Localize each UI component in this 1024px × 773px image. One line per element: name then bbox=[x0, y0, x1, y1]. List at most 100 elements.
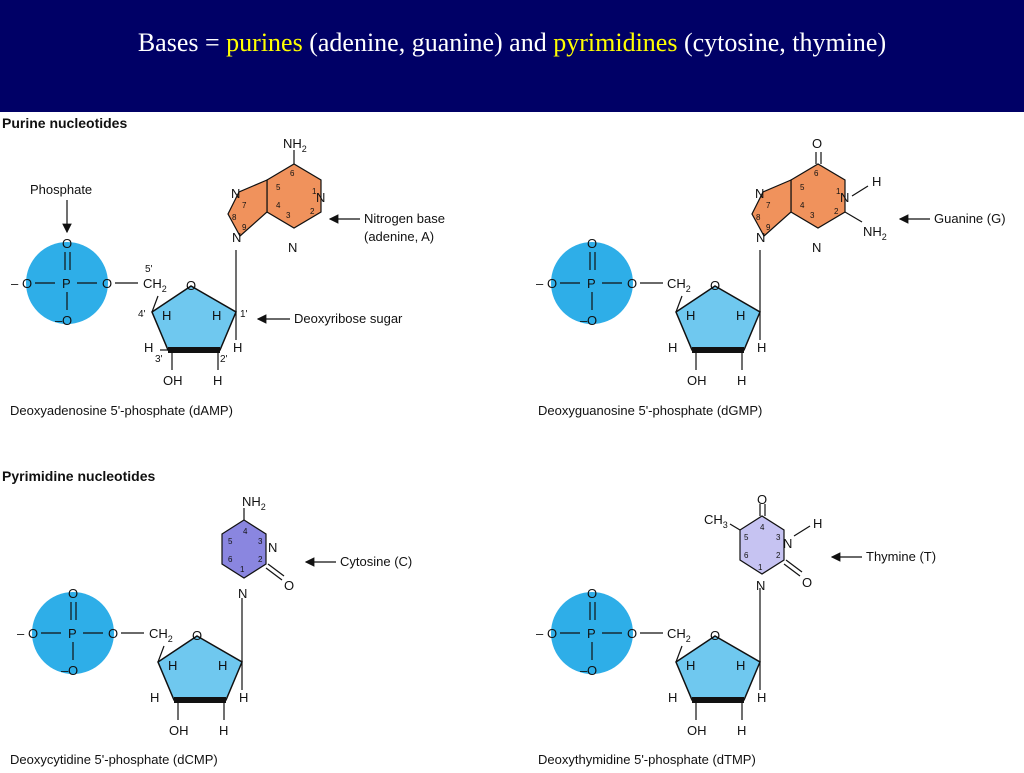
dcmp-molecule: – O P O O – O CH2 O H H H H OH H NH2 O N bbox=[10, 494, 412, 767]
deoxyribose-ring bbox=[675, 635, 761, 701]
nucleotide-figure: Purine nucleotides Pyrimidine nucleotide… bbox=[0, 112, 1024, 768]
svg-text:O: O bbox=[802, 575, 812, 590]
ch2-group: CH2 bbox=[143, 276, 167, 294]
svg-text:H: H bbox=[668, 340, 677, 355]
svg-text:H: H bbox=[736, 308, 745, 323]
svg-text:4: 4 bbox=[243, 527, 248, 536]
svg-text:O: O bbox=[547, 626, 557, 641]
svg-text:8: 8 bbox=[232, 213, 237, 222]
ring-nitrogen: N bbox=[316, 190, 325, 205]
svg-text:H: H bbox=[813, 516, 822, 531]
svg-text:H: H bbox=[737, 373, 746, 388]
svg-text:H: H bbox=[150, 690, 159, 705]
svg-text:H: H bbox=[239, 690, 248, 705]
svg-text:–: – bbox=[536, 276, 544, 291]
oxygen-atom: O bbox=[102, 276, 112, 291]
slide-header: Bases = purines (adenine, guanine) and p… bbox=[0, 0, 1024, 112]
thymine-ring bbox=[739, 515, 785, 575]
svg-text:O: O bbox=[68, 663, 78, 678]
cytosine-label: Cytosine (C) bbox=[340, 554, 412, 569]
dgmp-caption: Deoxyguanosine 5'-phosphate (dGMP) bbox=[538, 403, 762, 418]
svg-text:N: N bbox=[812, 240, 821, 255]
svg-text:9: 9 bbox=[766, 223, 771, 232]
adenine-five-ring bbox=[227, 179, 268, 237]
amino-group: NH2 bbox=[242, 494, 266, 512]
dtmp-caption: Deoxythymidine 5'-phosphate (dTMP) bbox=[538, 752, 756, 767]
svg-text:H: H bbox=[218, 658, 227, 673]
carbon-1-prime-label: 1' bbox=[240, 309, 248, 320]
dcmp-caption: Deoxycytidine 5'-phosphate (dCMP) bbox=[10, 752, 218, 767]
phosphate-sphere bbox=[551, 592, 633, 674]
svg-text:5: 5 bbox=[800, 183, 805, 192]
svg-text:2: 2 bbox=[310, 207, 315, 216]
phosphate-sphere bbox=[26, 242, 108, 324]
slide-title: Bases = purines (adenine, guanine) and p… bbox=[0, 28, 1024, 58]
svg-text:4: 4 bbox=[276, 201, 281, 210]
svg-text:–: – bbox=[61, 663, 69, 678]
svg-text:3: 3 bbox=[810, 211, 815, 220]
ch2-group: CH2 bbox=[149, 626, 173, 644]
svg-text:P: P bbox=[587, 626, 596, 641]
hydroxyl-group: OH bbox=[163, 373, 183, 388]
svg-text:6: 6 bbox=[290, 169, 295, 178]
svg-text:H: H bbox=[168, 658, 177, 673]
svg-text:H: H bbox=[737, 723, 746, 738]
svg-text:O: O bbox=[284, 578, 294, 593]
svg-text:3: 3 bbox=[258, 537, 263, 546]
phosphate-sphere bbox=[32, 592, 114, 674]
svg-text:2: 2 bbox=[776, 551, 781, 560]
deoxyribose-label: Deoxyribose sugar bbox=[294, 311, 403, 326]
svg-text:H: H bbox=[668, 690, 677, 705]
svg-text:1: 1 bbox=[240, 565, 245, 574]
svg-text:P: P bbox=[68, 626, 77, 641]
svg-text:O: O bbox=[587, 313, 597, 328]
ring-nitrogen: N bbox=[231, 186, 240, 201]
svg-text:5: 5 bbox=[276, 183, 281, 192]
title-pyrimidines: pyrimidines bbox=[553, 28, 678, 57]
amino-group: NH2 bbox=[283, 136, 307, 154]
svg-text:–: – bbox=[580, 313, 588, 328]
guanine-five-ring bbox=[751, 179, 792, 237]
carbonyl-oxygen: O bbox=[812, 136, 822, 151]
nitrogen-base-label: Nitrogen base bbox=[364, 211, 445, 226]
svg-text:O: O bbox=[627, 276, 637, 291]
purine-section-heading: Purine nucleotides bbox=[2, 115, 127, 131]
svg-text:O: O bbox=[587, 586, 597, 601]
svg-text:H: H bbox=[872, 174, 881, 189]
svg-text:O: O bbox=[68, 586, 78, 601]
pyrimidine-section-heading: Pyrimidine nucleotides bbox=[2, 468, 155, 484]
methyl-group: CH3 bbox=[704, 512, 728, 530]
svg-text:P: P bbox=[587, 276, 596, 291]
thymine-label: Thymine (T) bbox=[866, 549, 936, 564]
svg-text:4: 4 bbox=[760, 523, 765, 532]
phosphate-label: Phosphate bbox=[30, 182, 92, 197]
neg-charge: – bbox=[11, 276, 19, 291]
svg-text:H: H bbox=[686, 308, 695, 323]
svg-text:N: N bbox=[783, 536, 792, 551]
svg-text:5: 5 bbox=[744, 533, 749, 542]
title-prefix: Bases = bbox=[137, 28, 227, 57]
nucleotide-diagram: Purine nucleotides Pyrimidine nucleotide… bbox=[2, 115, 1006, 767]
carbon-2-prime-label: 2' bbox=[220, 354, 228, 365]
oxygen-atom: O bbox=[62, 236, 72, 251]
svg-text:O: O bbox=[710, 628, 720, 643]
guanine-label: Guanine (G) bbox=[934, 211, 1006, 226]
carbon-4-prime-label: 4' bbox=[138, 309, 146, 320]
svg-text:O: O bbox=[108, 626, 118, 641]
deoxyribose-ring bbox=[151, 285, 237, 351]
title-purines: purines bbox=[226, 28, 303, 57]
svg-text:O: O bbox=[587, 236, 597, 251]
svg-text:2: 2 bbox=[834, 207, 839, 216]
ch2-group: CH2 bbox=[667, 626, 691, 644]
svg-text:2: 2 bbox=[258, 555, 263, 564]
svg-text:–: – bbox=[17, 626, 25, 641]
hydrogen-atom: H bbox=[144, 340, 153, 355]
svg-text:7: 7 bbox=[766, 201, 771, 210]
svg-text:N: N bbox=[755, 186, 764, 201]
svg-text:O: O bbox=[192, 628, 202, 643]
damp-molecule: – O P O O – O CH2 5' O H H 4' 1' H H 3' … bbox=[10, 136, 445, 418]
carbon-3-prime-label: 3' bbox=[155, 354, 163, 365]
deoxyribose-ring bbox=[675, 285, 761, 351]
svg-text:O: O bbox=[757, 492, 767, 507]
svg-text:O: O bbox=[587, 663, 597, 678]
